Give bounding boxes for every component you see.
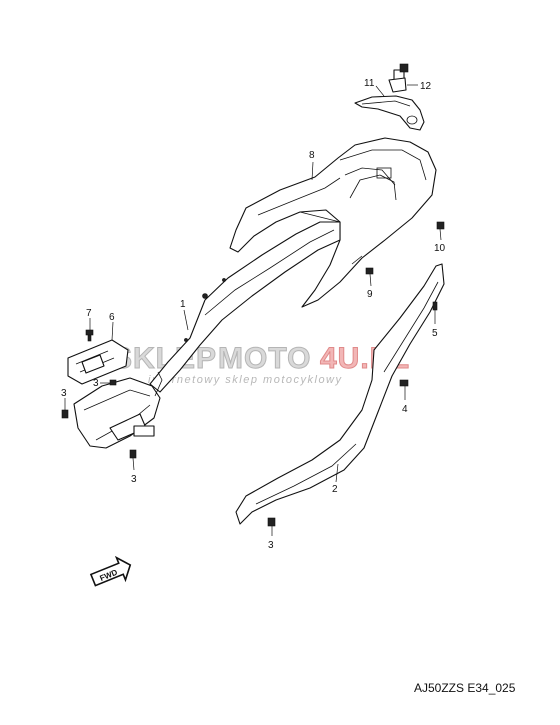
callout-11: 11 <box>364 78 375 89</box>
fwd-direction-badge: FWD <box>89 555 132 587</box>
callout-12: 12 <box>420 81 432 92</box>
callout-7: 7 <box>86 308 92 319</box>
part-side-bracket <box>73 371 163 449</box>
callout-1: 1 <box>180 299 186 310</box>
drawing-code: AJ50ZZS E34_025 <box>414 681 516 695</box>
callout-3d: 3 <box>268 540 274 551</box>
part-2-frame-cover-right <box>235 263 445 525</box>
callout-3b: 3 <box>61 388 67 399</box>
callout-3a: 3 <box>93 378 99 389</box>
leader-lines <box>64 84 442 536</box>
part-11-bracket <box>354 95 425 131</box>
screw-3c <box>129 449 137 459</box>
screw-9 <box>365 267 374 275</box>
screw-3b <box>61 409 69 419</box>
watermark-subtitle: internetowy sklep motocyklowy <box>148 374 343 386</box>
callout-6: 6 <box>109 312 115 323</box>
callout-4: 4 <box>402 404 408 415</box>
screw-4 <box>399 379 409 387</box>
screw-3a <box>109 379 117 386</box>
part-1-frame-cover-left <box>149 221 341 393</box>
part-8-tail-cowl <box>229 137 437 308</box>
watermark-text-mid: MOTO <box>218 342 311 375</box>
callout-3c: 3 <box>131 474 137 485</box>
callout-10: 10 <box>434 243 446 254</box>
callout-2: 2 <box>332 484 338 495</box>
screw-3d <box>267 517 276 527</box>
callout-8: 8 <box>309 150 315 161</box>
screw-10 <box>436 221 445 230</box>
callouts: 1 2 3 3 3 3 4 5 6 7 8 9 10 11 12 <box>61 78 446 551</box>
screws <box>61 221 445 527</box>
part-12-latch <box>388 63 409 93</box>
callout-5: 5 <box>432 328 438 339</box>
screw-7 <box>85 329 94 342</box>
callout-9: 9 <box>367 289 373 300</box>
screw-5 <box>432 301 438 311</box>
